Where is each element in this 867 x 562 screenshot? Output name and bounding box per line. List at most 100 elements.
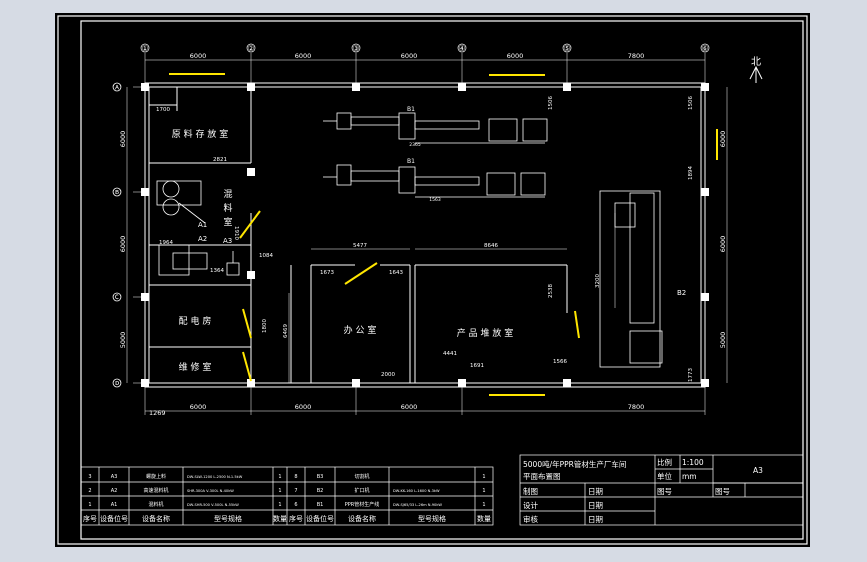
dim-bottom-2: 6000 (295, 403, 312, 411)
table-cell-code: A3 (111, 474, 118, 480)
production-line-2 (323, 164, 546, 198)
table-cell-qty: 1 (482, 502, 485, 508)
date-label-1: 日期 (588, 487, 603, 496)
table-cell-seq: 3 (88, 474, 91, 480)
dim-1910: 1910 (233, 226, 239, 240)
label-a3: A3 (223, 237, 232, 245)
table-cell-qty: 1 (482, 474, 485, 480)
dim-left-1: 6000 (119, 131, 127, 148)
north-arrow: 北 (749, 56, 763, 83)
designed-label: 设计 (523, 500, 538, 510)
table-cell-seq: 7 (294, 488, 297, 494)
axis-col-1: ① (141, 44, 148, 53)
th-spec: 型号规格 (214, 514, 242, 523)
table-cell-qty: 1 (278, 488, 281, 494)
checked-label: 审核 (523, 514, 538, 524)
dim-1894: 1894 (688, 166, 694, 180)
dim-line2-length: 1563 (429, 197, 441, 203)
room-mixing-3: 室 (223, 216, 232, 228)
unit-label: 单位 (657, 471, 672, 481)
table-cell-name: 混料机 (148, 501, 163, 508)
unit-value: mm (682, 472, 697, 481)
dim-right-1: 6000 (719, 131, 727, 148)
equipment-table (80, 466, 494, 526)
th-name-2: 设备名称 (348, 514, 376, 523)
th-seq-2: 序号 (289, 514, 303, 523)
dim-top-1: 6000 (190, 52, 207, 60)
dim-left-3: 5000 (119, 332, 127, 349)
table-cell-seq: 6 (294, 502, 297, 508)
table-cell-code: B1 (317, 502, 324, 508)
room-repair: 维 修 室 (179, 361, 212, 373)
table-cell-code: B3 (317, 474, 324, 480)
dim-2538: 2538 (548, 284, 554, 298)
outer-border (57, 15, 808, 545)
dim-1084: 1084 (259, 253, 273, 259)
dim-6469: 6469 (283, 324, 289, 338)
dim-bottom-3: 6000 (401, 403, 418, 411)
dim-8646: 8646 (484, 243, 498, 249)
room-office: 办 公 室 (344, 324, 377, 336)
drawing-code-label: 图号 (715, 487, 730, 496)
label-a2: A2 (198, 235, 207, 243)
dim-1800: 1800 (262, 319, 268, 333)
dim-1566: 1566 (553, 359, 567, 365)
dim-top-4: 6000 (507, 52, 524, 60)
table-cell-name: 螺旋上料 (146, 473, 166, 480)
scale-label: 比例 (657, 457, 672, 467)
axis-row-d: Ⓓ (113, 379, 121, 388)
sheet-size: A3 (753, 466, 763, 475)
dim-1364: 1364 (210, 268, 224, 274)
figure-no-label: 图号 (657, 487, 672, 496)
dim-2000: 2000 (381, 372, 395, 378)
row-axes: Ⓐ Ⓑ Ⓒ Ⓓ (112, 82, 122, 388)
mixing-equipment (156, 180, 240, 276)
dim-1700: 1700 (156, 107, 170, 113)
table-cell-spec: SHR-300A V-300L N-40kW (187, 489, 234, 493)
expander-equipment (599, 190, 663, 368)
dim-left-2: 6000 (119, 236, 127, 253)
th-qty: 数量 (273, 514, 287, 523)
floor-plan-drawing: 北 ① ② ③ ④ ⑤ ⑥ Ⓐ Ⓑ Ⓒ (57, 15, 808, 545)
table-cell-code: A1 (111, 502, 118, 508)
inner-border (80, 20, 804, 540)
th-spec-2: 型号规格 (418, 514, 446, 523)
label-b1: B1 (407, 106, 415, 113)
dim-4441: 4441 (443, 351, 457, 357)
room-power: 配 电 房 (179, 315, 212, 327)
axis-col-5: ⑤ (563, 44, 570, 53)
table-cell-spec: DW-SJ65/33 L-26m N-90kW (393, 503, 442, 507)
table-cell-qty: 1 (482, 488, 485, 494)
th-code-2: 设备位号 (306, 514, 334, 523)
dim-1506a: 1506 (548, 96, 554, 110)
axis-col-3: ③ (352, 44, 359, 53)
table-cell-name: 切割机 (354, 473, 369, 480)
column-axes: ① ② ③ ④ ⑤ ⑥ (140, 43, 710, 53)
building-walls (144, 82, 706, 388)
structural-columns (141, 83, 709, 387)
dim-3200: 3200 (595, 274, 601, 288)
table-cell-qty: 1 (278, 502, 281, 508)
th-name: 设备名称 (142, 514, 170, 523)
dim-1964: 1964 (159, 240, 173, 246)
doors-windows (169, 73, 718, 396)
drawing-sheet: 北 ① ② ③ ④ ⑤ ⑥ Ⓐ Ⓑ Ⓒ (55, 13, 810, 547)
table-cell-qty: 1 (278, 474, 281, 480)
dim-right-3: 5000 (719, 332, 727, 349)
room-product-storage: 产 品 堆 放 室 (457, 327, 513, 339)
dim-top-3: 6000 (401, 52, 418, 60)
table-cell-code: A2 (111, 488, 118, 494)
room-mixing-2: 料 (223, 202, 232, 214)
room-mixing-1: 混 (223, 189, 232, 200)
th-qty-2: 数量 (477, 514, 491, 523)
production-line-1 (323, 112, 548, 144)
dim-right-2: 6000 (719, 236, 727, 253)
north-label: 北 (751, 56, 761, 68)
dim-1773: 1773 (688, 368, 694, 382)
dim-top-5: 7800 (628, 52, 645, 60)
dim-top-2: 6000 (295, 52, 312, 60)
room-raw-storage: 原 料 存 放 室 (172, 128, 228, 140)
axis-row-a: Ⓐ (113, 83, 121, 92)
dim-1691: 1691 (470, 363, 484, 369)
label-b1-2: B1 (407, 158, 415, 165)
